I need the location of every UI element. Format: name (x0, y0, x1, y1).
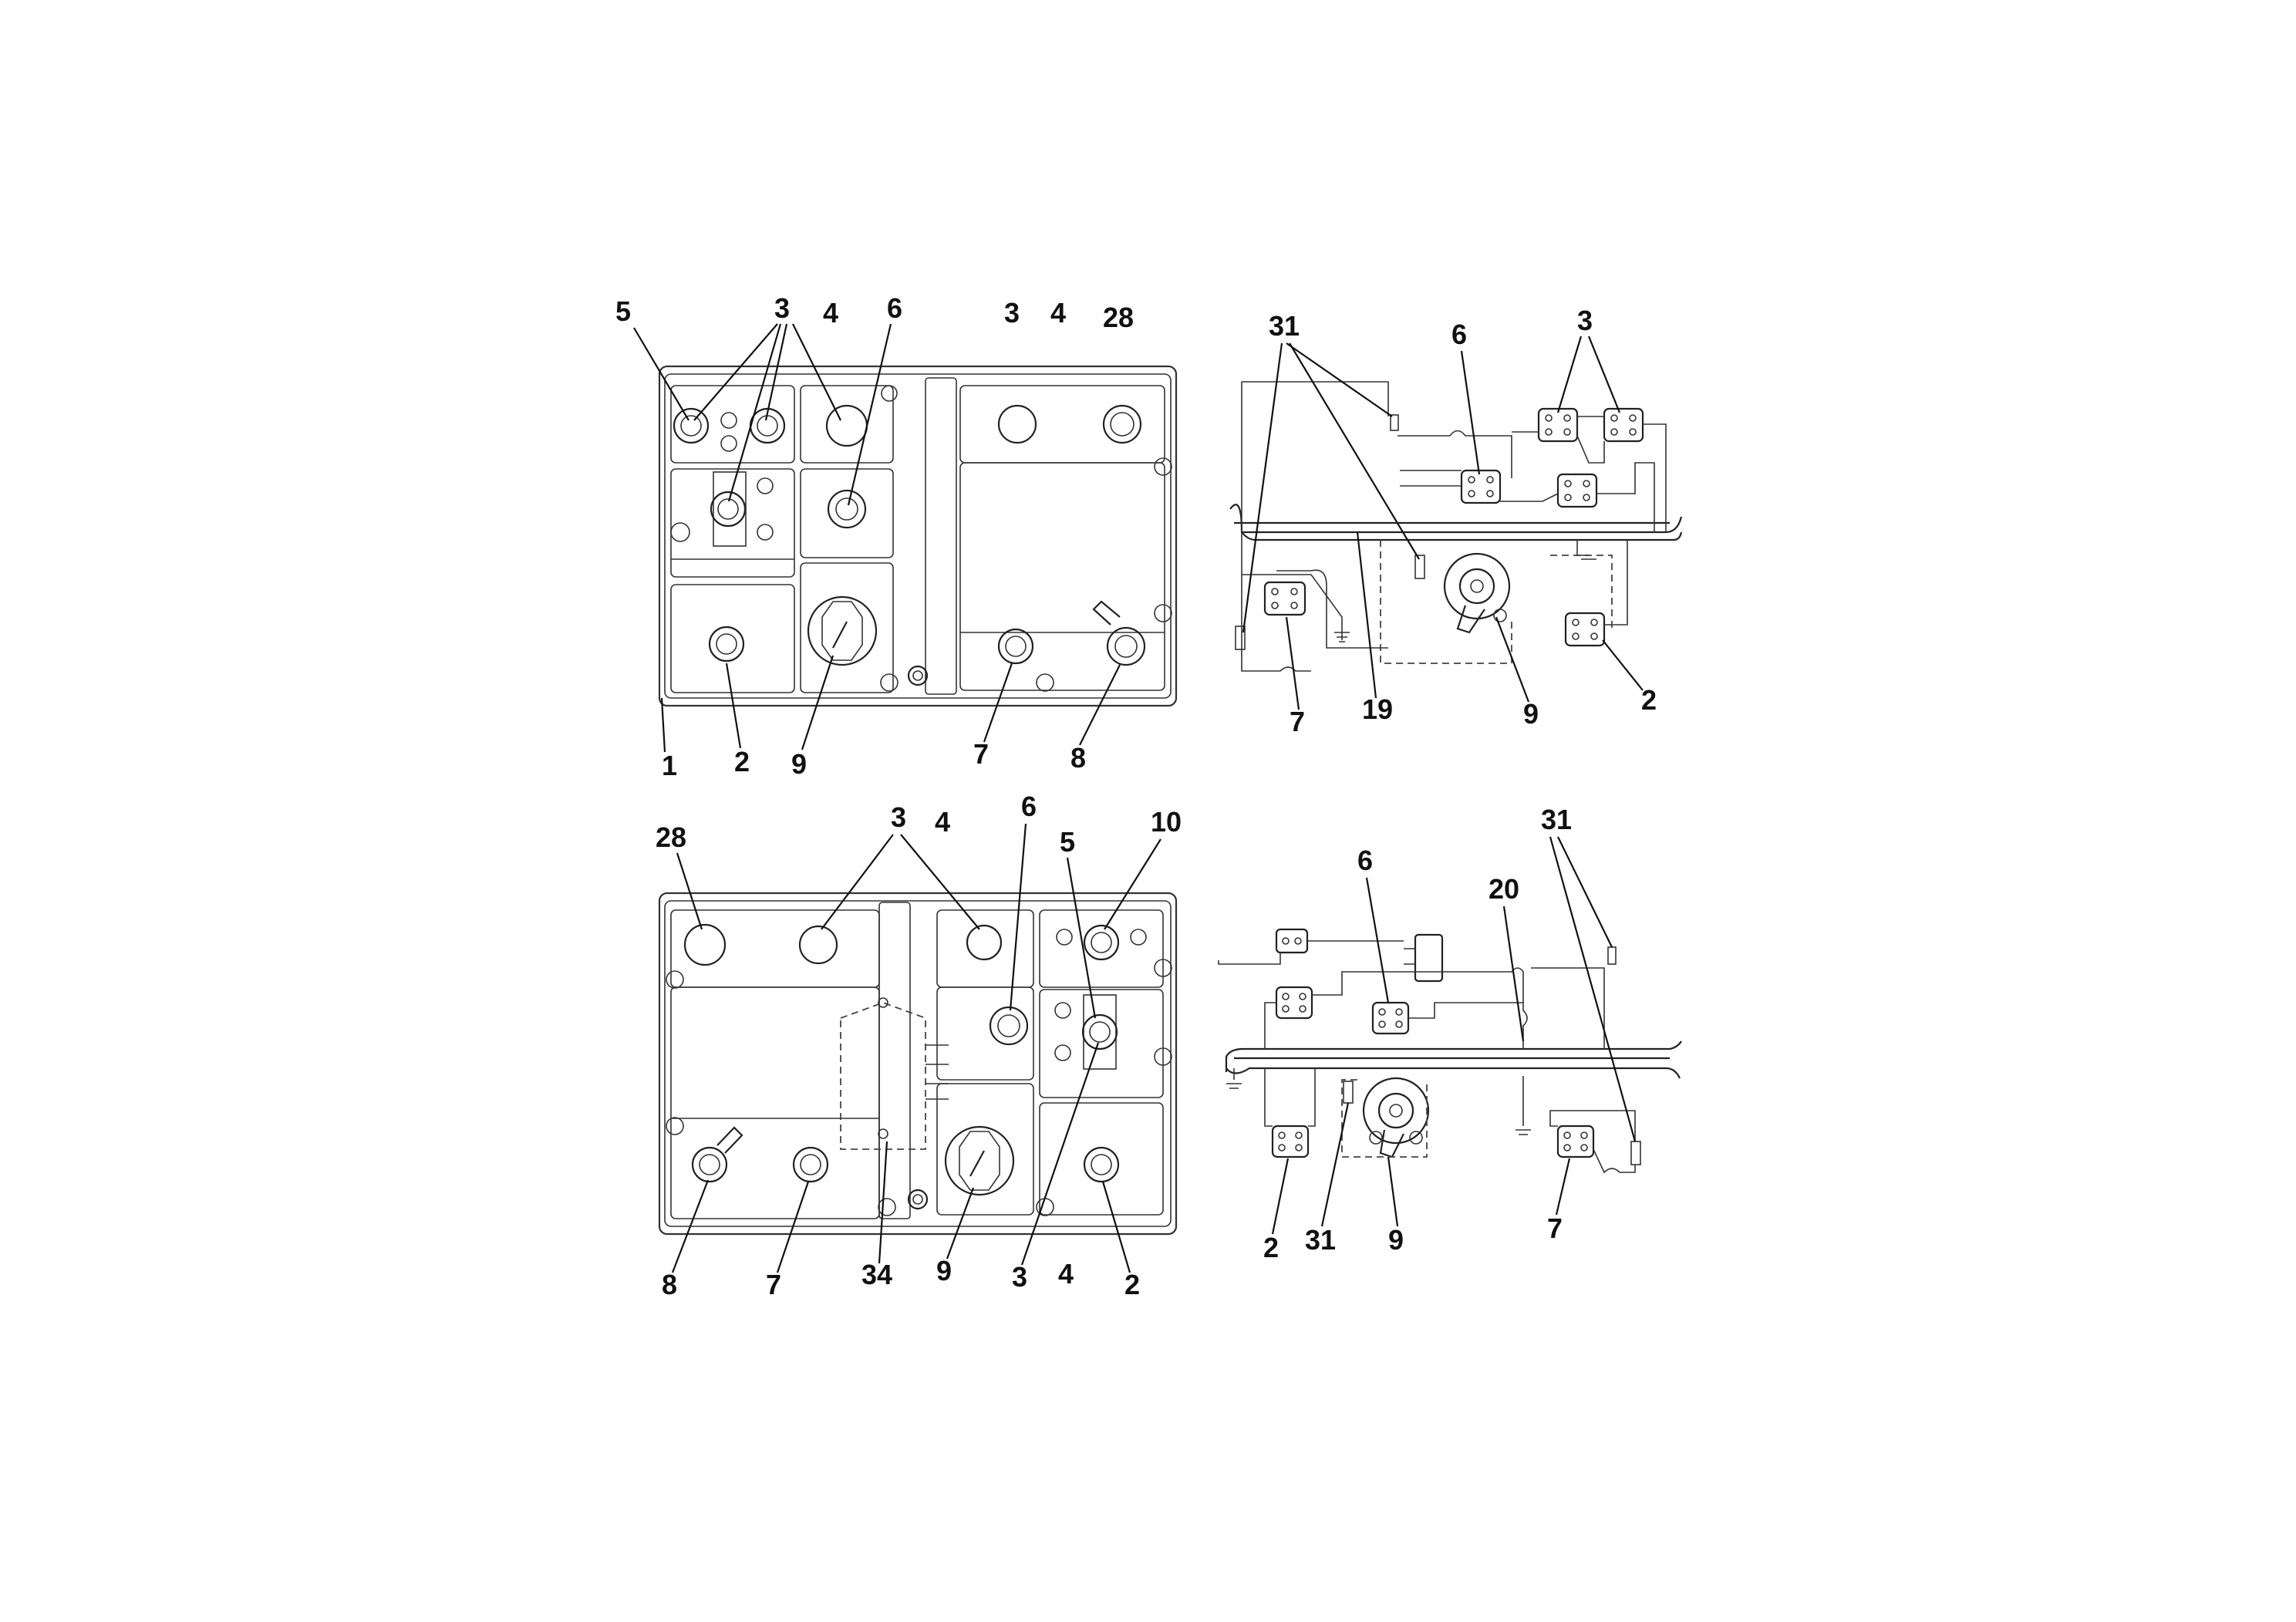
callout-label: 7 (766, 1269, 781, 1300)
callout-label: 8 (1070, 742, 1086, 774)
callout-label: 2 (1263, 1232, 1279, 1263)
bottom-right-wiring (1218, 928, 1682, 1174)
callout-label: 4 (935, 806, 950, 838)
callout-label: 5 (1060, 826, 1075, 858)
callout-label: 20 (1489, 873, 1519, 905)
callout-label: 4 (1050, 297, 1066, 329)
callout-label: 6 (1357, 845, 1373, 876)
bottom-right-labels: 6 20 31 2 31 9 7 (1263, 804, 1637, 1263)
callout-label: 6 (1021, 791, 1037, 822)
callout-label: 3 (1012, 1261, 1027, 1293)
top-right-wiring (1229, 381, 1683, 672)
callout-label: 10 (1151, 806, 1182, 838)
top-right-labels: 31 6 3 7 19 9 2 (1242, 305, 1657, 737)
callout-label: 31 (1541, 804, 1572, 835)
callout-label: 9 (1388, 1224, 1404, 1256)
callout-label: 8 (662, 1269, 677, 1300)
callout-label: 1 (662, 750, 677, 781)
callout-label: 9 (1523, 698, 1539, 730)
callout-label: 7 (973, 738, 989, 770)
callout-label: 9 (936, 1255, 952, 1286)
callout-label: 34 (861, 1259, 892, 1290)
callout-label: 9 (791, 748, 807, 780)
callout-label: 31 (1269, 310, 1300, 342)
callout-label: 3 (891, 801, 906, 833)
callout-label: 7 (1290, 706, 1305, 737)
callout-label: 19 (1362, 693, 1393, 725)
callout-label: 2 (1124, 1269, 1140, 1300)
top-left-labels: 5 3 4 6 3 4 28 1 2 9 7 8 (615, 292, 1134, 781)
callout-label: 4 (823, 297, 838, 329)
callout-label: 28 (1103, 302, 1134, 333)
callout-label: 2 (1641, 684, 1657, 716)
callout-label: 31 (1305, 1224, 1336, 1256)
callout-label: 4 (1058, 1258, 1074, 1290)
callout-label: 3 (1004, 297, 1020, 329)
callout-label: 3 (1577, 305, 1593, 336)
callout-label: 7 (1547, 1212, 1563, 1244)
callout-label: 28 (656, 821, 686, 853)
callout-label: 5 (615, 295, 631, 327)
callout-label: 6 (1451, 319, 1467, 350)
callout-label: 3 (774, 292, 790, 324)
bottom-left-labels: 28 3 4 6 5 10 8 7 34 9 3 4 2 (656, 791, 1182, 1300)
top-left-control-panel (658, 365, 1178, 707)
callout-label: 2 (734, 746, 750, 777)
bottom-left-control-panel (658, 892, 1178, 1236)
callout-label: 6 (887, 292, 902, 324)
